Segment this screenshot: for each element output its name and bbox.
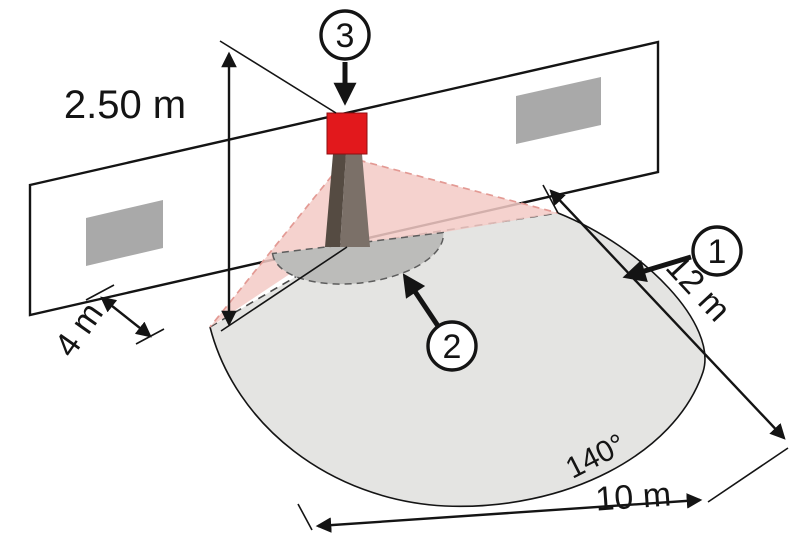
sensor-pillar xyxy=(340,154,370,247)
detector-sensor xyxy=(326,112,368,155)
callout-1-circle xyxy=(691,225,743,277)
detection-zone-small xyxy=(271,231,445,285)
wall-window-left xyxy=(86,200,163,266)
extension-line-top xyxy=(219,40,337,114)
wall-window-right xyxy=(516,77,601,144)
callout-2: 2 xyxy=(402,273,478,372)
frontal-dimension-line xyxy=(549,189,786,440)
callout-1-arrow xyxy=(622,254,692,283)
corner-extension xyxy=(707,447,789,503)
tick-10m-start xyxy=(297,503,313,531)
callout-1-number: 1 xyxy=(708,233,727,271)
callout-2-arrow xyxy=(402,273,441,328)
sensor-pillar-shadow xyxy=(325,154,346,247)
extension-line-bottom xyxy=(220,246,348,332)
callout-3-circle xyxy=(319,9,371,61)
callout-2-circle xyxy=(426,320,478,372)
dimension-mounting-height: 2.50 m xyxy=(64,40,348,332)
callout-3: 3 xyxy=(319,9,371,106)
tick-4m-end xyxy=(135,328,165,345)
callout-2-number: 2 xyxy=(443,328,462,366)
sensor-beam-right xyxy=(347,157,558,246)
callout-3-number: 3 xyxy=(336,17,355,55)
tick-4m-start xyxy=(85,284,115,301)
callout-1: 1 xyxy=(622,225,743,283)
width-dimension-line xyxy=(315,493,703,533)
beam-edge-right-dashed xyxy=(346,156,559,214)
label-coverage-width: 10 m xyxy=(594,475,672,518)
dimension-coverage-width: 10 m xyxy=(297,475,703,533)
label-mounting-height: 2.50 m xyxy=(64,83,186,127)
lateral-dimension-line xyxy=(100,296,152,338)
